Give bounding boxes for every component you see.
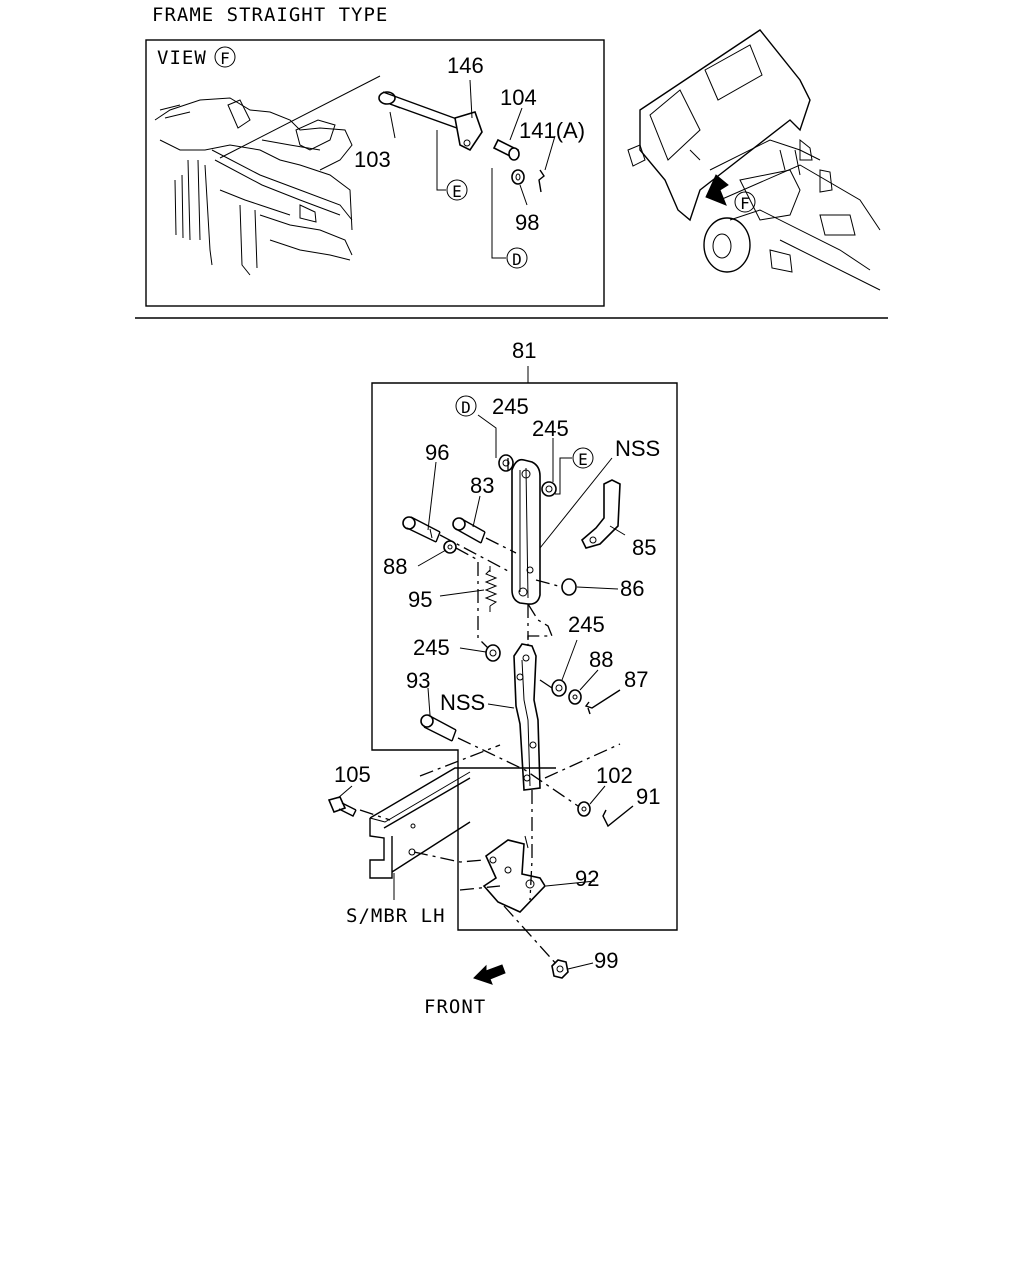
clip-141 — [538, 169, 545, 193]
front-arrow-icon — [473, 964, 506, 985]
front-wheel — [703, 217, 751, 273]
callout-88-lower: 88 — [589, 647, 613, 672]
front-label: FRONT — [424, 996, 486, 1018]
callout-87: 87 — [624, 667, 648, 692]
callout-245-left: 245 — [413, 635, 450, 660]
callout-146: 146 — [447, 53, 484, 78]
bushing-245-lower — [551, 679, 567, 697]
callout-103: 103 — [354, 147, 391, 172]
callout-81: 81 — [512, 338, 536, 363]
bushing-245-right — [541, 481, 557, 497]
frame-label: S/MBR LH — [346, 905, 446, 927]
callout-95: 95 — [408, 587, 432, 612]
ref-e-main-letter: E — [578, 450, 588, 469]
lower-lever — [513, 643, 541, 791]
view-marker-circle: F — [214, 46, 236, 68]
upper-lever — [511, 458, 541, 605]
callout-98: 98 — [515, 210, 539, 235]
cotter-pin-91 — [602, 805, 634, 828]
callout-245-right: 245 — [532, 416, 569, 441]
bushing-245-left — [485, 644, 501, 662]
callout-141a: 141(A) — [519, 118, 585, 143]
ref-e-marker: E — [446, 179, 468, 201]
bracket-146 — [454, 111, 483, 152]
callout-nss-bottom: NSS — [440, 690, 485, 715]
ref-e-letter: E — [452, 182, 462, 201]
bolt-104 — [492, 138, 520, 161]
washer-88-top — [443, 540, 457, 554]
pin-93 — [420, 714, 457, 742]
callout-83: 83 — [470, 473, 494, 498]
callout-nss-top: NSS — [615, 436, 660, 461]
view-marker-letter: F — [220, 49, 230, 68]
washer-88-lower — [568, 689, 582, 705]
side-member-lh — [369, 767, 556, 879]
vehicle-marker-f: F — [734, 191, 756, 213]
callout-92: 92 — [575, 866, 599, 891]
callout-105: 105 — [334, 762, 371, 787]
ring-86 — [561, 578, 577, 596]
callout-96: 96 — [425, 440, 449, 465]
view-f-inset: VIEW F — [145, 39, 605, 307]
pin-83 — [452, 517, 486, 544]
bracket-85 — [581, 479, 621, 549]
callout-102: 102 — [596, 763, 633, 788]
callout-88-top: 88 — [383, 554, 407, 579]
vehicle-marker-letter: F — [740, 194, 750, 213]
callout-93: 93 — [406, 668, 430, 693]
bolt-105 — [327, 796, 357, 817]
ref-d-marker: D — [506, 247, 528, 269]
cotter-pin-87 — [584, 689, 621, 715]
view-arrow-icon — [705, 174, 729, 206]
callout-245-top: 245 — [492, 394, 529, 419]
bushing-245-top — [498, 454, 514, 472]
ref-d-marker-main: D — [455, 395, 477, 417]
ref-d-main-letter: D — [461, 398, 471, 417]
bracket-92 — [482, 835, 547, 913]
callout-99: 99 — [594, 948, 618, 973]
callout-245-lower: 245 — [568, 612, 605, 637]
spring-95 — [484, 566, 498, 612]
callout-91: 91 — [636, 784, 660, 809]
pin-96 — [402, 516, 441, 543]
inset-chassis-sketch — [154, 97, 353, 276]
callout-85: 85 — [632, 535, 656, 560]
callout-104: 104 — [500, 85, 537, 110]
pin-103 — [378, 91, 469, 133]
callout-86: 86 — [620, 576, 644, 601]
view-title: VIEW — [157, 47, 207, 69]
ref-d-letter: D — [512, 250, 522, 269]
washer-102 — [577, 801, 591, 817]
diagram-title: FRAME STRAIGHT TYPE — [152, 4, 388, 26]
ref-e-marker-main: E — [572, 447, 594, 469]
nut-99 — [551, 959, 569, 979]
main-assembly: 81 — [327, 338, 678, 1018]
washer-98 — [511, 169, 525, 185]
vehicle-cab-sketch: F — [627, 29, 881, 291]
